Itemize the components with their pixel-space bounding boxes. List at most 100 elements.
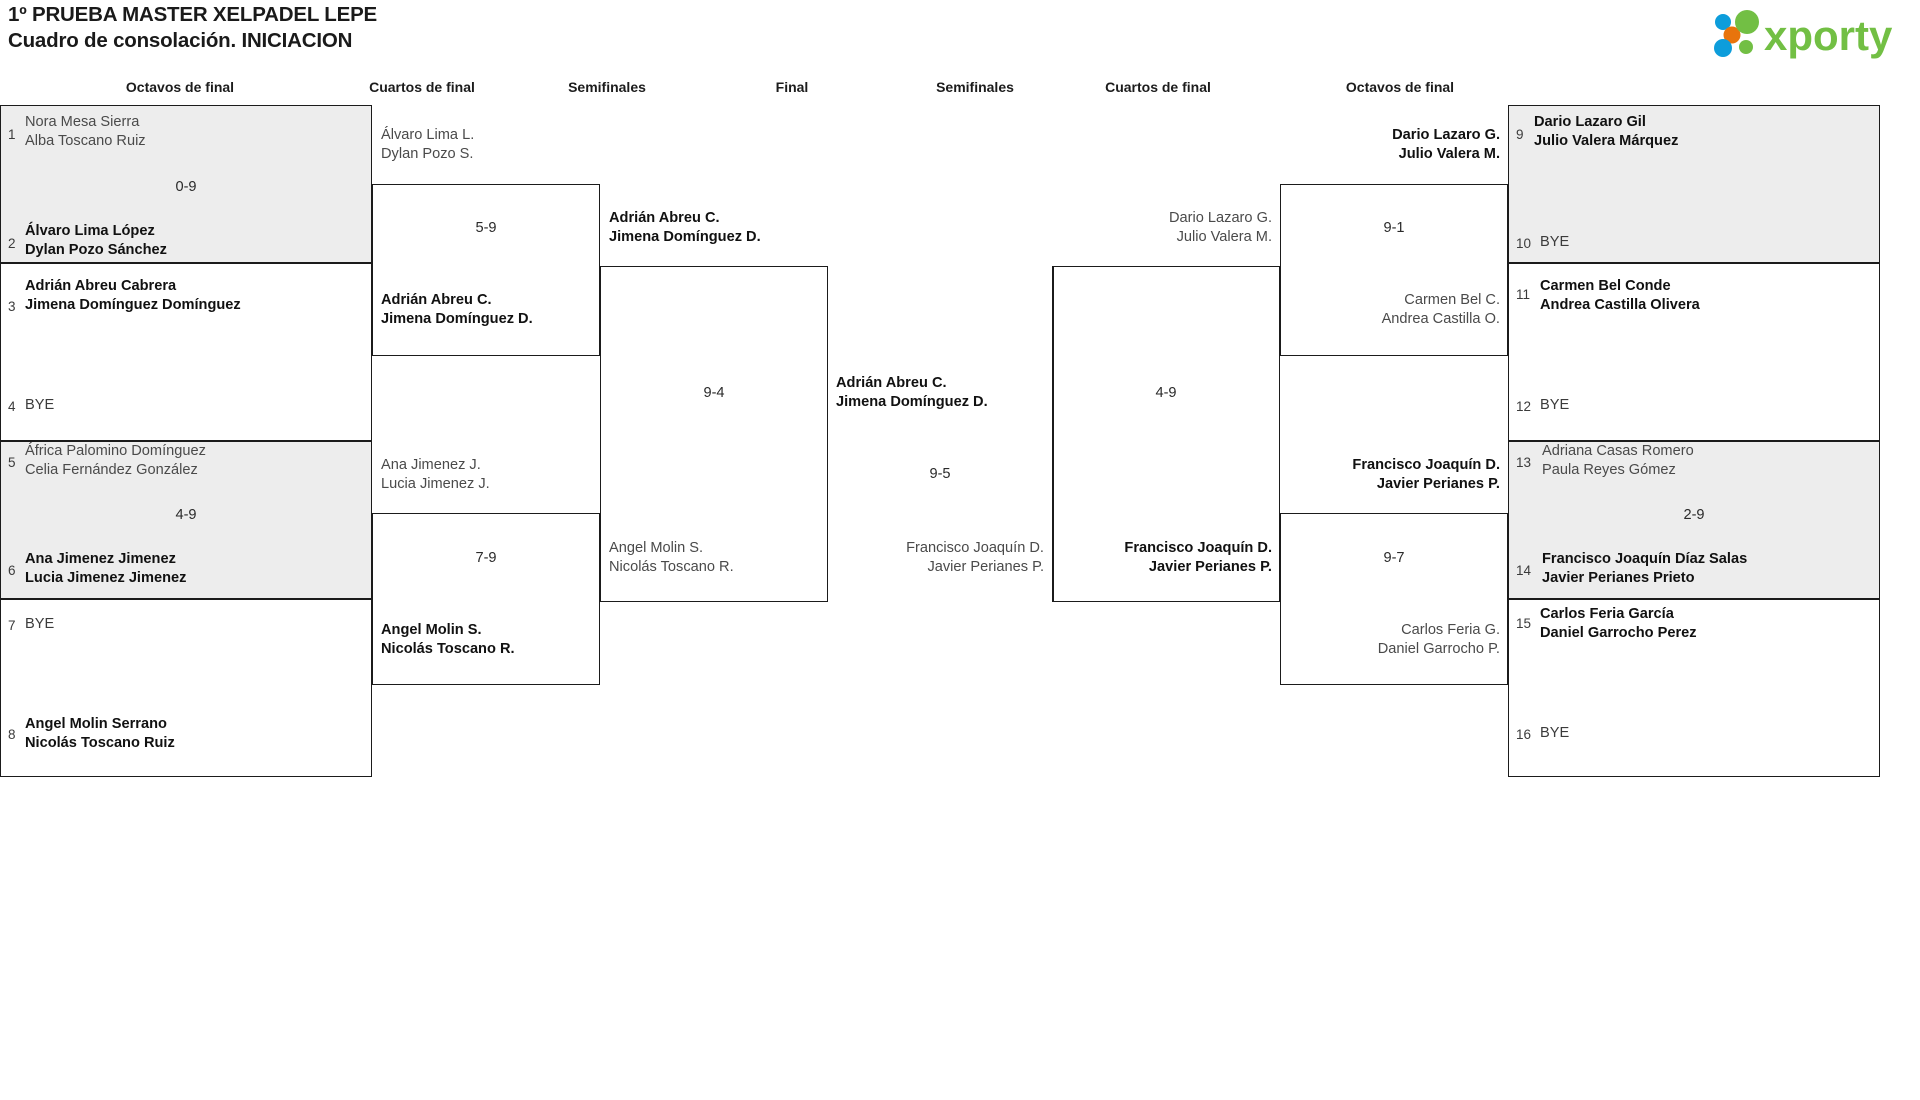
xporty-logo: xporty (1710, 8, 1910, 60)
player-name-line2: Nicolás Toscano R. (609, 559, 734, 576)
player-left-r16-2-top: Adrián Abreu Cabrera Jimena Domínguez Do… (25, 277, 241, 316)
player-name-line2: Javier Perianes P. (1148, 559, 1272, 576)
player-left-qf-2-top: Ana Jimenez J. Lucia Jimenez J. (381, 456, 490, 495)
player-name-line1: Álvaro Lima López (25, 223, 155, 239)
player-right-qf-2-bottom: Carlos Feria G. Daniel Garrocho P. (1280, 621, 1500, 660)
seed-5: 5 (8, 455, 16, 470)
player-left-sf-1-bottom: Angel Molin S. Nicolás Toscano R. (609, 539, 734, 578)
player-name-line1: Nora Mesa Sierra (25, 114, 140, 130)
logo-dot-blue-1 (1715, 14, 1731, 30)
player-left-qf-1-bottom: Adrián Abreu C. Jimena Domínguez D. (381, 291, 533, 330)
match-box-right-r16-4[interactable] (1508, 599, 1880, 777)
player-right-qf-1-bottom: Carmen Bel C. Andrea Castilla O. (1280, 291, 1500, 330)
player-name-line2: Javier Perianes P. (1376, 476, 1500, 493)
seed-8: 8 (8, 727, 16, 742)
match-box-left-r16-1[interactable] (0, 105, 372, 263)
player-name-line1: Adrián Abreu C. (836, 375, 947, 391)
player-name-line2: Julio Valera M. (1398, 146, 1500, 163)
match-box-left-r16-2[interactable] (0, 263, 372, 441)
seed-6: 6 (8, 563, 16, 578)
match-box-left-r16-3[interactable] (0, 441, 372, 599)
player-name-line1: Dario Lazaro Gil (1534, 114, 1646, 130)
score-left-sf-1: 9-4 (703, 385, 725, 401)
match-box-right-sf-1[interactable] (1052, 266, 1280, 602)
player-name-line1: Ana Jimenez Jimenez (25, 551, 176, 567)
player-name-line1: Adrián Abreu C. (609, 210, 720, 226)
player-name-line1: Francisco Joaquín Díaz Salas (1542, 551, 1748, 567)
player-name-line1: Dario Lazaro G. (1392, 127, 1500, 143)
match-box-left-r16-4[interactable] (0, 599, 372, 777)
round-header-semifinales-right: Semifinales (936, 79, 1014, 95)
player-right-sf-1-bottom: Francisco Joaquín D. Javier Perianes P. (1052, 539, 1272, 578)
player-right-r16-4-top: Carlos Feria García Daniel Garrocho Pere… (1540, 605, 1697, 644)
match-box-right-r16-1[interactable] (1508, 105, 1880, 263)
player-name-line1: África Palomino Domínguez (25, 443, 206, 459)
seed-9: 9 (1516, 127, 1524, 142)
player-right-sf-1-top: Dario Lazaro G. Julio Valera M. (1052, 209, 1272, 248)
bye-slot-10: BYE (1540, 234, 1570, 250)
bye-slot-4: BYE (25, 397, 55, 413)
player-name-line2: Alba Toscano Ruiz (25, 133, 146, 150)
player-name-line1: Carmen Bel Conde (1540, 278, 1671, 294)
match-box-right-qf-1[interactable] (1280, 184, 1508, 356)
seed-14: 14 (1516, 563, 1532, 578)
player-right-r16-1-top: Dario Lazaro Gil Julio Valera Márquez (1534, 113, 1678, 152)
player-left-qf-1-top: Álvaro Lima L. Dylan Pozo S. (381, 126, 474, 165)
player-name-line1: Francisco Joaquín D. (906, 540, 1044, 556)
player-left-r16-4-bottom: Angel Molin Serrano Nicolás Toscano Ruiz (25, 715, 175, 754)
seed-4: 4 (8, 399, 16, 414)
bye-slot-12: BYE (1540, 397, 1570, 413)
player-name-line2: Daniel Garrocho Perez (1540, 625, 1697, 642)
match-box-right-r16-2[interactable] (1508, 263, 1880, 441)
score-left-r16-1: 0-9 (175, 179, 197, 195)
logo-dot-orange (1723, 26, 1741, 44)
player-name-line1: Angel Molin Serrano (25, 716, 167, 732)
player-name-line2: Dylan Pozo S. (381, 146, 474, 163)
match-box-right-qf-2[interactable] (1280, 513, 1508, 685)
player-name-line2: Javier Perianes P. (927, 559, 1044, 576)
player-name-line1: Dario Lazaro G. (1168, 210, 1272, 226)
score-final: 9-5 (929, 466, 951, 482)
logo-dot-blue-2 (1714, 39, 1732, 57)
logo-wordmark: xporty (1764, 12, 1893, 59)
seed-16: 16 (1516, 727, 1532, 742)
player-name-line1: Adrián Abreu Cabrera (25, 278, 177, 294)
match-box-right-r16-3[interactable] (1508, 441, 1880, 599)
score-left-qf-2: 7-9 (475, 550, 497, 566)
seed-12: 12 (1516, 399, 1532, 414)
match-box-left-qf-2[interactable] (372, 513, 600, 685)
match-box-left-sf-1[interactable] (600, 266, 828, 602)
round-header-cuartos-right: Cuartos de final (1105, 79, 1211, 95)
player-name-line2: Dylan Pozo Sánchez (25, 242, 167, 259)
player-left-r16-3-bottom: Ana Jimenez Jimenez Lucia Jimenez Jimene… (25, 550, 186, 589)
player-left-r16-1-top: Nora Mesa Sierra Alba Toscano Ruiz (25, 113, 146, 152)
bye-slot-7: BYE (25, 616, 55, 632)
seed-10: 10 (1516, 236, 1532, 251)
score-right-qf-1: 9-1 (1383, 220, 1405, 236)
player-final-top: Adrián Abreu C. Jimena Domínguez D. (836, 374, 988, 413)
player-name-line2: Jimena Domínguez D. (381, 311, 533, 328)
bye-slot-16: BYE (1540, 725, 1570, 741)
player-name-line2: Nicolás Toscano R. (381, 641, 515, 658)
page-subtitle-line2: Cuadro de consolación. INICIACION (8, 29, 353, 52)
player-name-line2: Javier Perianes Prieto (1542, 570, 1695, 587)
player-name-line2: Jimena Domínguez D. (609, 229, 761, 246)
seed-2: 2 (8, 236, 16, 251)
seed-13: 13 (1516, 455, 1532, 470)
seed-7: 7 (8, 618, 16, 633)
round-header-octavos-right: Octavos de final (1345, 79, 1455, 95)
player-final-bottom: Francisco Joaquín D. Javier Perianes P. (812, 539, 1044, 578)
player-name-line2: Daniel Garrocho P. (1377, 641, 1500, 658)
player-name-line2: Julio Valera M. (1176, 229, 1272, 246)
match-box-left-qf-1[interactable] (372, 184, 600, 356)
player-name-line2: Nicolás Toscano Ruiz (25, 735, 175, 752)
player-name-line2: Andrea Castilla Olivera (1540, 297, 1700, 314)
player-right-r16-2-top: Carmen Bel Conde Andrea Castilla Olivera (1540, 277, 1700, 316)
player-name-line2: Lucia Jimenez Jimenez (25, 570, 187, 587)
round-header-cuartos-left: Cuartos de final (369, 79, 475, 95)
player-left-sf-1-top: Adrián Abreu C. Jimena Domínguez D. (609, 209, 761, 248)
player-right-qf-2-top: Francisco Joaquín D. Javier Perianes P. (1280, 456, 1500, 495)
player-name-line1: Álvaro Lima L. (381, 127, 475, 143)
score-right-r16-3: 2-9 (1683, 507, 1705, 523)
player-name-line1: Carmen Bel C. (1404, 292, 1500, 308)
